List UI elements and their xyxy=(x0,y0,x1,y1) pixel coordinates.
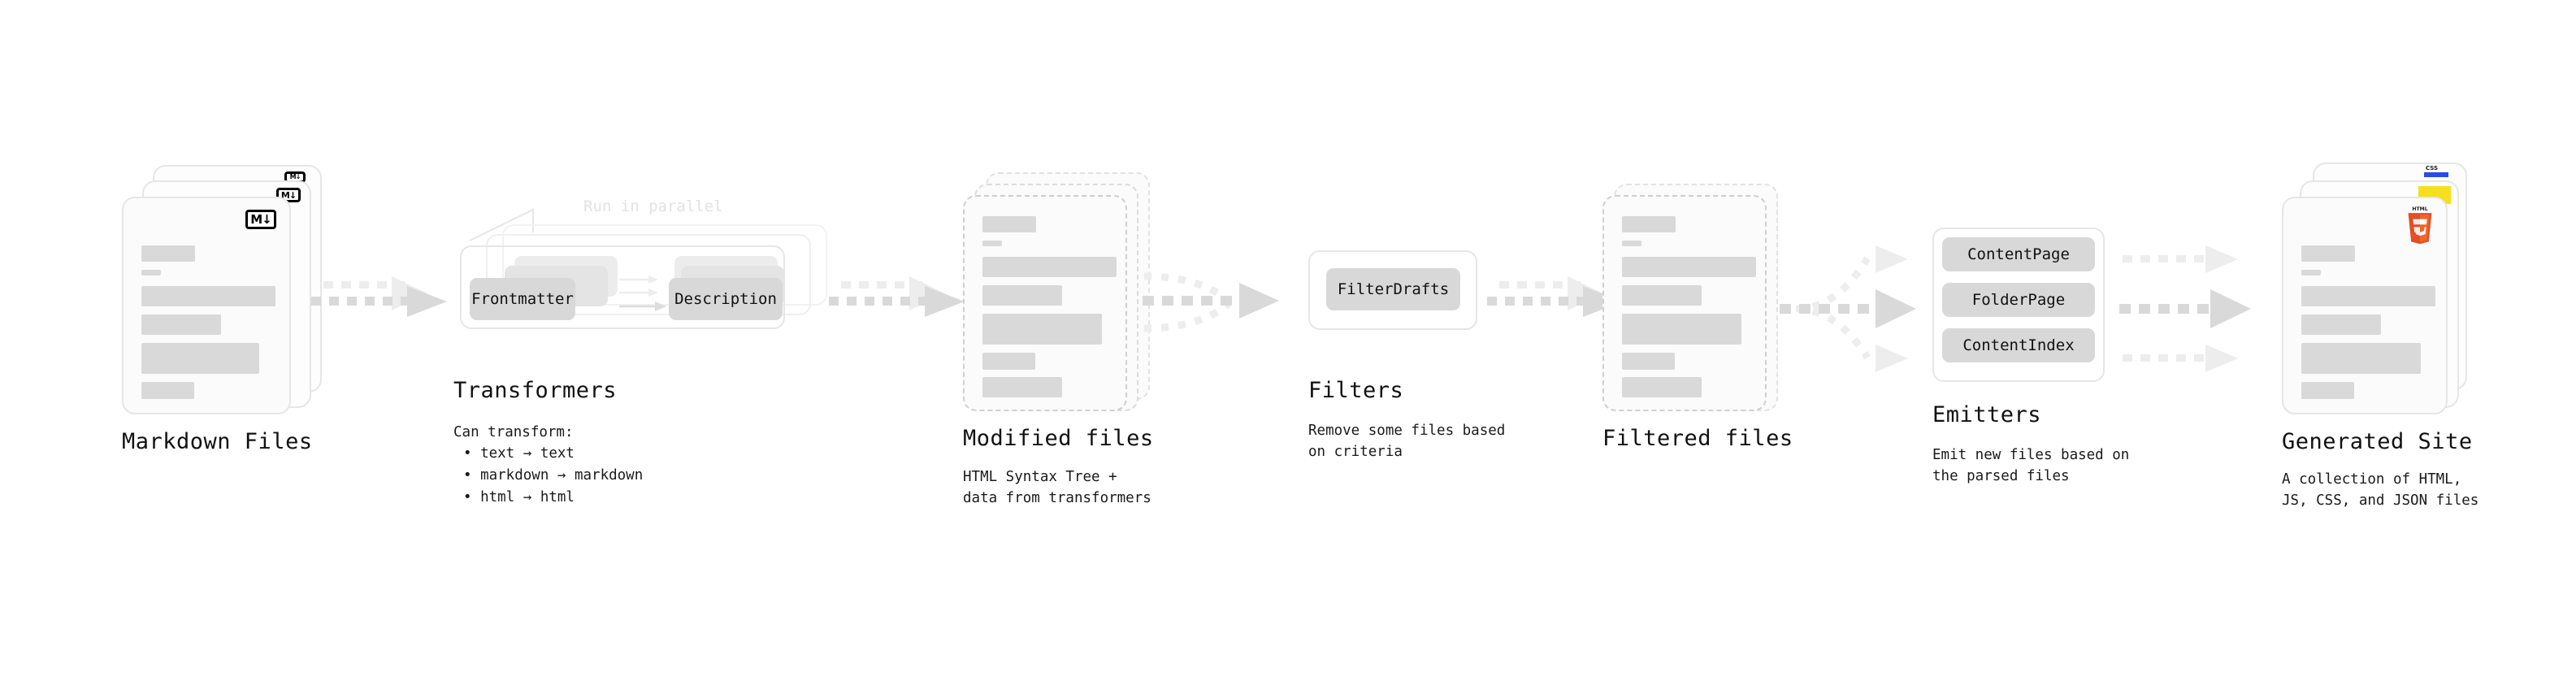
stage-caption-line: Emit new files based on xyxy=(1932,447,2130,463)
stage-title: Filtered files xyxy=(1602,426,1793,451)
css-icon: CSS xyxy=(2424,165,2448,177)
stage-title: Emitters xyxy=(1932,402,2042,427)
stage-caption-line: Remove some files based xyxy=(1308,423,1506,439)
stage-caption-line: data from transformers xyxy=(963,490,1151,506)
stage-caption-line: A collection of HTML, xyxy=(2282,471,2462,488)
stage-title: Filters xyxy=(1308,378,1404,403)
modified-card-front xyxy=(963,195,1127,411)
chip-label: ContentIndex xyxy=(1962,336,2075,354)
stage-caption-line: • text → text xyxy=(463,445,575,462)
site-card-front: HTML xyxy=(2282,197,2448,414)
markdown-icon: M↓ xyxy=(245,210,276,229)
arrow-markdown-to-transformers xyxy=(311,276,447,317)
chip-label: FolderPage xyxy=(1971,291,2066,309)
stage-title: Generated Site xyxy=(2282,429,2473,454)
chip-label: FilterDrafts xyxy=(1337,280,1450,298)
stage-caption-line: Can transform: xyxy=(453,424,574,440)
stage-title: Markdown Files xyxy=(122,429,313,454)
arrow-transformers-to-modified xyxy=(829,276,965,317)
stage-caption-line: the parsed files xyxy=(1932,468,2070,484)
emitter-chip-folderpage[interactable]: FolderPage xyxy=(1942,283,2095,317)
transformer-chip-frontmatter[interactable]: Frontmatter xyxy=(470,278,575,320)
arrow-modified-to-filters xyxy=(1143,272,1279,332)
filter-chip-filterdrafts[interactable]: FilterDrafts xyxy=(1326,268,1460,310)
stage-title: Transformers xyxy=(453,378,618,403)
stage-title: Modified files xyxy=(963,426,1154,451)
transformer-frame-front xyxy=(460,245,785,329)
transformer-inner-arrows xyxy=(619,275,666,311)
stage-caption-line: • html → html xyxy=(463,489,575,505)
stage-caption-line: • markdown → markdown xyxy=(463,467,644,484)
run-in-parallel-label: Run in parallel xyxy=(583,197,723,215)
filters-frame xyxy=(1308,250,1477,330)
stage-caption-line: HTML Syntax Tree + xyxy=(963,469,1117,485)
stage-caption-line: JS, CSS, and JSON files xyxy=(2282,492,2479,509)
chip-label: ContentPage xyxy=(1967,245,2070,263)
css-label: CSS xyxy=(2426,165,2439,171)
markdown-card-front: M↓ xyxy=(122,197,291,414)
transformer-frame-back-1 xyxy=(486,234,811,315)
chip-label: Frontmatter xyxy=(471,290,574,308)
html5-icon: HTML xyxy=(2408,206,2432,244)
svg-text:HTML: HTML xyxy=(2412,206,2427,212)
filtered-card-front xyxy=(1602,195,1767,411)
transformer-frame-back-2 xyxy=(502,224,827,306)
stage-caption-line: on criteria xyxy=(1308,444,1403,460)
emitters-frame xyxy=(1932,228,2105,382)
emitter-chip-contentindex[interactable]: ContentIndex xyxy=(1942,328,2095,362)
arrow-emitters-to-site xyxy=(2119,245,2251,372)
chip-label: Description xyxy=(674,290,777,308)
arrow-filtered-to-emitters xyxy=(1780,245,1916,372)
emitter-chip-contentpage[interactable]: ContentPage xyxy=(1942,237,2095,271)
transformer-chip-description[interactable]: Description xyxy=(669,278,783,320)
